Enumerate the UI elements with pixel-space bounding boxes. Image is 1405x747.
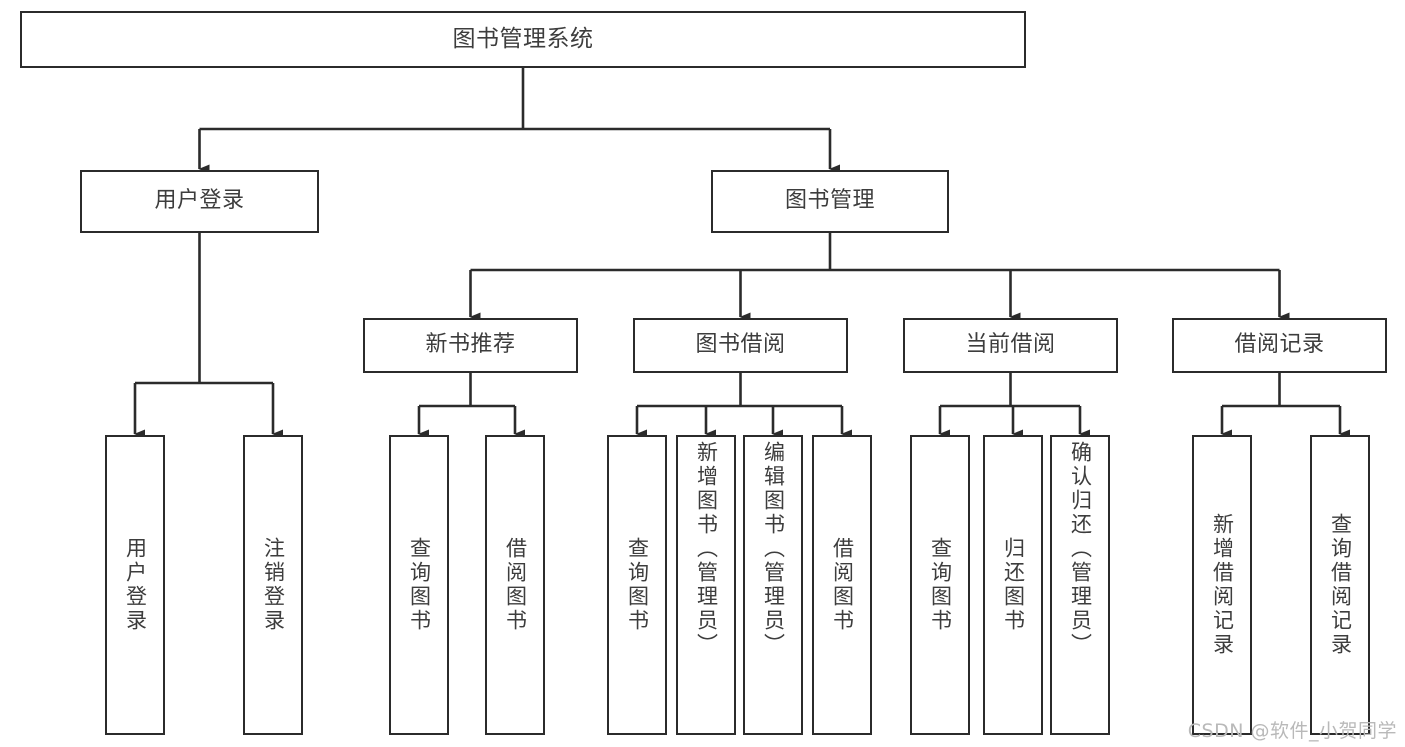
node-label-leaf_qry_rec: 查询借阅记录 <box>1328 513 1353 657</box>
node-leaf_qry_rec[interactable]: 查询借阅记录 <box>1310 435 1370 735</box>
node-label-leaf_add_rec: 新增借阅记录 <box>1210 513 1235 657</box>
node-label-leaf_query2: 查询图书 <box>625 537 650 633</box>
node-leaf_query1[interactable]: 查询图书 <box>389 435 449 735</box>
node-label-leaf_edit_book: 编辑图书（管理员） <box>761 441 786 657</box>
node-current_borrow[interactable]: 当前借阅 <box>903 318 1118 373</box>
node-new_book_rec[interactable]: 新书推荐 <box>363 318 578 373</box>
node-leaf_query3[interactable]: 查询图书 <box>910 435 970 735</box>
node-leaf_borrow1[interactable]: 借阅图书 <box>485 435 545 735</box>
node-book_manage[interactable]: 图书管理 <box>711 170 949 233</box>
node-label-leaf_add_book: 新增图书（管理员） <box>694 441 719 657</box>
node-label-leaf_borrow1: 借阅图书 <box>503 537 528 633</box>
node-label-book_borrow: 图书借阅 <box>695 332 786 358</box>
node-label-new_book_rec: 新书推荐 <box>425 332 516 358</box>
node-leaf_login[interactable]: 用户登录 <box>105 435 165 735</box>
node-label-leaf_logout: 注销登录 <box>261 537 286 633</box>
node-borrow_record[interactable]: 借阅记录 <box>1172 318 1387 373</box>
node-leaf_add_rec[interactable]: 新增借阅记录 <box>1192 435 1252 735</box>
node-leaf_borrow2[interactable]: 借阅图书 <box>812 435 872 735</box>
node-leaf_conf_ret[interactable]: 确认归还（管理员） <box>1050 435 1110 735</box>
node-user_login[interactable]: 用户登录 <box>80 170 319 233</box>
node-label-user_login: 用户登录 <box>154 188 245 214</box>
node-label-root: 图书管理系统 <box>452 25 594 52</box>
node-label-leaf_login: 用户登录 <box>123 537 148 633</box>
node-leaf_return[interactable]: 归还图书 <box>983 435 1043 735</box>
node-leaf_edit_book[interactable]: 编辑图书（管理员） <box>743 435 803 735</box>
node-leaf_logout[interactable]: 注销登录 <box>243 435 303 735</box>
node-leaf_query2[interactable]: 查询图书 <box>607 435 667 735</box>
node-label-book_manage: 图书管理 <box>784 188 875 214</box>
watermark-text: CSDN @软件_小贺同学 <box>1187 720 1397 742</box>
node-leaf_add_book[interactable]: 新增图书（管理员） <box>676 435 736 735</box>
node-label-borrow_record: 借阅记录 <box>1234 332 1325 358</box>
node-root[interactable]: 图书管理系统 <box>20 11 1026 68</box>
node-label-leaf_query3: 查询图书 <box>928 537 953 633</box>
node-label-leaf_conf_ret: 确认归还（管理员） <box>1068 441 1093 657</box>
node-label-leaf_return: 归还图书 <box>1001 537 1026 633</box>
node-book_borrow[interactable]: 图书借阅 <box>633 318 848 373</box>
edge-group <box>133 68 1350 439</box>
node-label-leaf_borrow2: 借阅图书 <box>830 537 855 633</box>
node-label-current_borrow: 当前借阅 <box>965 332 1056 358</box>
node-label-leaf_query1: 查询图书 <box>407 537 432 633</box>
